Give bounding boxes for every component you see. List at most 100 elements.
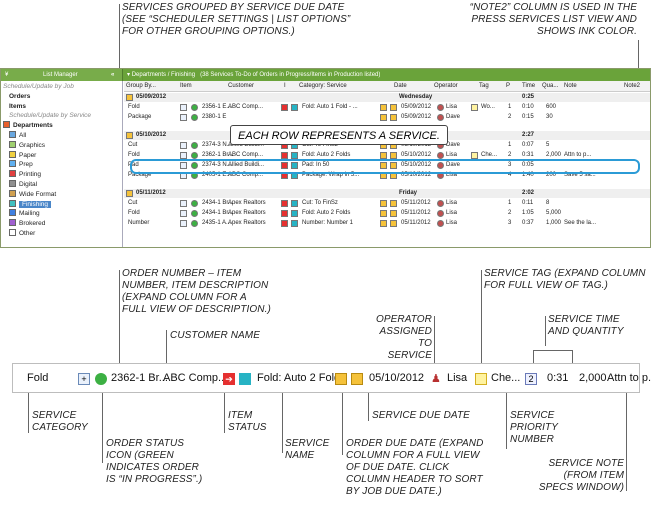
- sidebar-item[interactable]: Mailing: [9, 209, 40, 218]
- item-status-icon: [281, 210, 288, 217]
- department-color-icon: [9, 199, 16, 207]
- column-header[interactable]: Category: Service: [299, 83, 347, 89]
- calendar-icon: [126, 94, 133, 101]
- service-category: Number: [128, 220, 150, 226]
- service-category: Fold: [128, 152, 140, 158]
- operator-icon: ♟: [431, 373, 441, 385]
- service-category: Cut: [128, 200, 138, 206]
- sidebar-item[interactable]: Digital: [9, 180, 37, 189]
- annotation-category: SERVICE CATEGORY: [32, 410, 88, 433]
- callout-each-row: EACH ROW REPRESENTS A SERVICE.: [230, 125, 448, 145]
- order-status-icon: [191, 210, 198, 217]
- sidebar-item-label: Schedule/Update by Service: [9, 112, 92, 120]
- order-status-icon: [191, 162, 198, 169]
- operator-icon: [437, 162, 444, 169]
- column-header[interactable]: Operator: [434, 83, 458, 89]
- service-due-icon: [390, 162, 397, 169]
- customer-cell: Apex Realtors: [228, 220, 266, 226]
- column-header[interactable]: Note2: [624, 83, 641, 89]
- service-due-icon: [390, 220, 397, 227]
- sidebar-item[interactable]: Graphics: [9, 140, 45, 150]
- sidebar-item[interactable]: Paper: [9, 150, 36, 160]
- column-header[interactable]: P: [506, 83, 511, 89]
- operator-cell: Lisa: [446, 172, 458, 178]
- sidebar-item-label: Departments: [13, 122, 53, 130]
- column-header[interactable]: Tag: [479, 83, 489, 89]
- sidebar-item[interactable]: Prep: [9, 160, 33, 169]
- customer-cell: ABC Comp...: [228, 172, 264, 178]
- qty-cell: 5,000: [546, 210, 562, 216]
- qty-cell: 5: [546, 142, 550, 148]
- column-header[interactable]: I: [284, 83, 286, 89]
- collapse-icon[interactable]: ¥: [5, 72, 9, 78]
- title-bar: ¥ List Manager « ▾ Departments / Finishi…: [1, 69, 650, 81]
- item-status-icon: [281, 162, 288, 169]
- service-cell: Number: Number 1: [302, 220, 354, 226]
- sidebar-item[interactable]: Orders: [9, 92, 30, 101]
- annotation-order-due: ORDER DUE DATE (EXPAND COLUMN FOR A FULL…: [346, 438, 484, 497]
- operator-cell: Lisa: [446, 210, 458, 216]
- column-header[interactable]: Note: [564, 83, 577, 89]
- operator-icon: [437, 104, 444, 111]
- column-header[interactable]: Time: [522, 83, 536, 89]
- qty-cell: 30: [546, 114, 553, 120]
- sidebar-item[interactable]: All: [9, 131, 26, 140]
- item-cell: 2434-1 Br...: [202, 210, 234, 216]
- sidebar-item-label: Wide Format: [19, 190, 57, 198]
- chevron-down-icon[interactable]: ▾: [127, 72, 132, 78]
- sidebar-item[interactable]: Items: [9, 102, 26, 111]
- sidebar-item-label: Finishing: [19, 200, 52, 208]
- column-header[interactable]: Customer: [228, 83, 255, 89]
- sidebar-item[interactable]: Wide Format: [9, 189, 57, 199]
- department-color-icon: [9, 180, 16, 187]
- operator-cell: Lisa: [446, 152, 458, 158]
- service-icon: [291, 200, 298, 207]
- list-manager-title: List Manager: [43, 72, 78, 78]
- sidebar-item[interactable]: Other: [9, 229, 35, 238]
- expand-icon[interactable]: +: [78, 373, 90, 385]
- sidebar-item[interactable]: Finishing: [9, 199, 52, 209]
- column-header[interactable]: Group By...: [126, 83, 156, 89]
- group-total: 0:25: [522, 94, 535, 100]
- column-header[interactable]: Item: [180, 83, 192, 89]
- sidebar-item[interactable]: Brokered: [9, 219, 45, 228]
- list-manager-header[interactable]: ¥ List Manager «: [1, 69, 123, 81]
- time-cell: 0:15: [522, 114, 534, 120]
- order-status-icon: [191, 200, 198, 207]
- customer-cell: ABC Comp...: [228, 152, 264, 158]
- row-highlight: [130, 159, 640, 174]
- operator-cell: Lisa: [446, 200, 458, 206]
- order-due-icon: [380, 210, 387, 217]
- date-cell: 05/11/2012: [401, 210, 431, 216]
- column-header[interactable]: Date: [394, 83, 407, 89]
- department-color-icon: [3, 121, 10, 129]
- time-cell: 1:05: [522, 210, 534, 216]
- strip-priority[interactable]: 2: [525, 373, 537, 385]
- expand-icon: [180, 220, 187, 227]
- sidebar-item[interactable]: Schedule/Update by Service: [9, 111, 91, 120]
- order-due-icon: [380, 200, 387, 207]
- sidebar-item[interactable]: Printing: [9, 170, 41, 179]
- breadcrumb-path: Departments / Finishing: [131, 72, 196, 78]
- sidebar-item[interactable]: Schedule/Update by Job: [3, 82, 74, 91]
- item-cell: 2405-1 E...: [202, 172, 232, 178]
- customer-cell: Allied Buildi...: [228, 142, 264, 148]
- service-icon: [291, 210, 298, 217]
- service-category: Package: [128, 114, 152, 120]
- sidebar-item[interactable]: Departments: [3, 121, 53, 130]
- tag-icon: [471, 152, 478, 159]
- double-chevron-icon[interactable]: «: [111, 72, 115, 78]
- zoomed-service-row[interactable]: Fold + 2362-1 Br... ABC Comp... ➔ Fold: …: [12, 363, 651, 393]
- column-header[interactable]: Qua...: [542, 83, 559, 89]
